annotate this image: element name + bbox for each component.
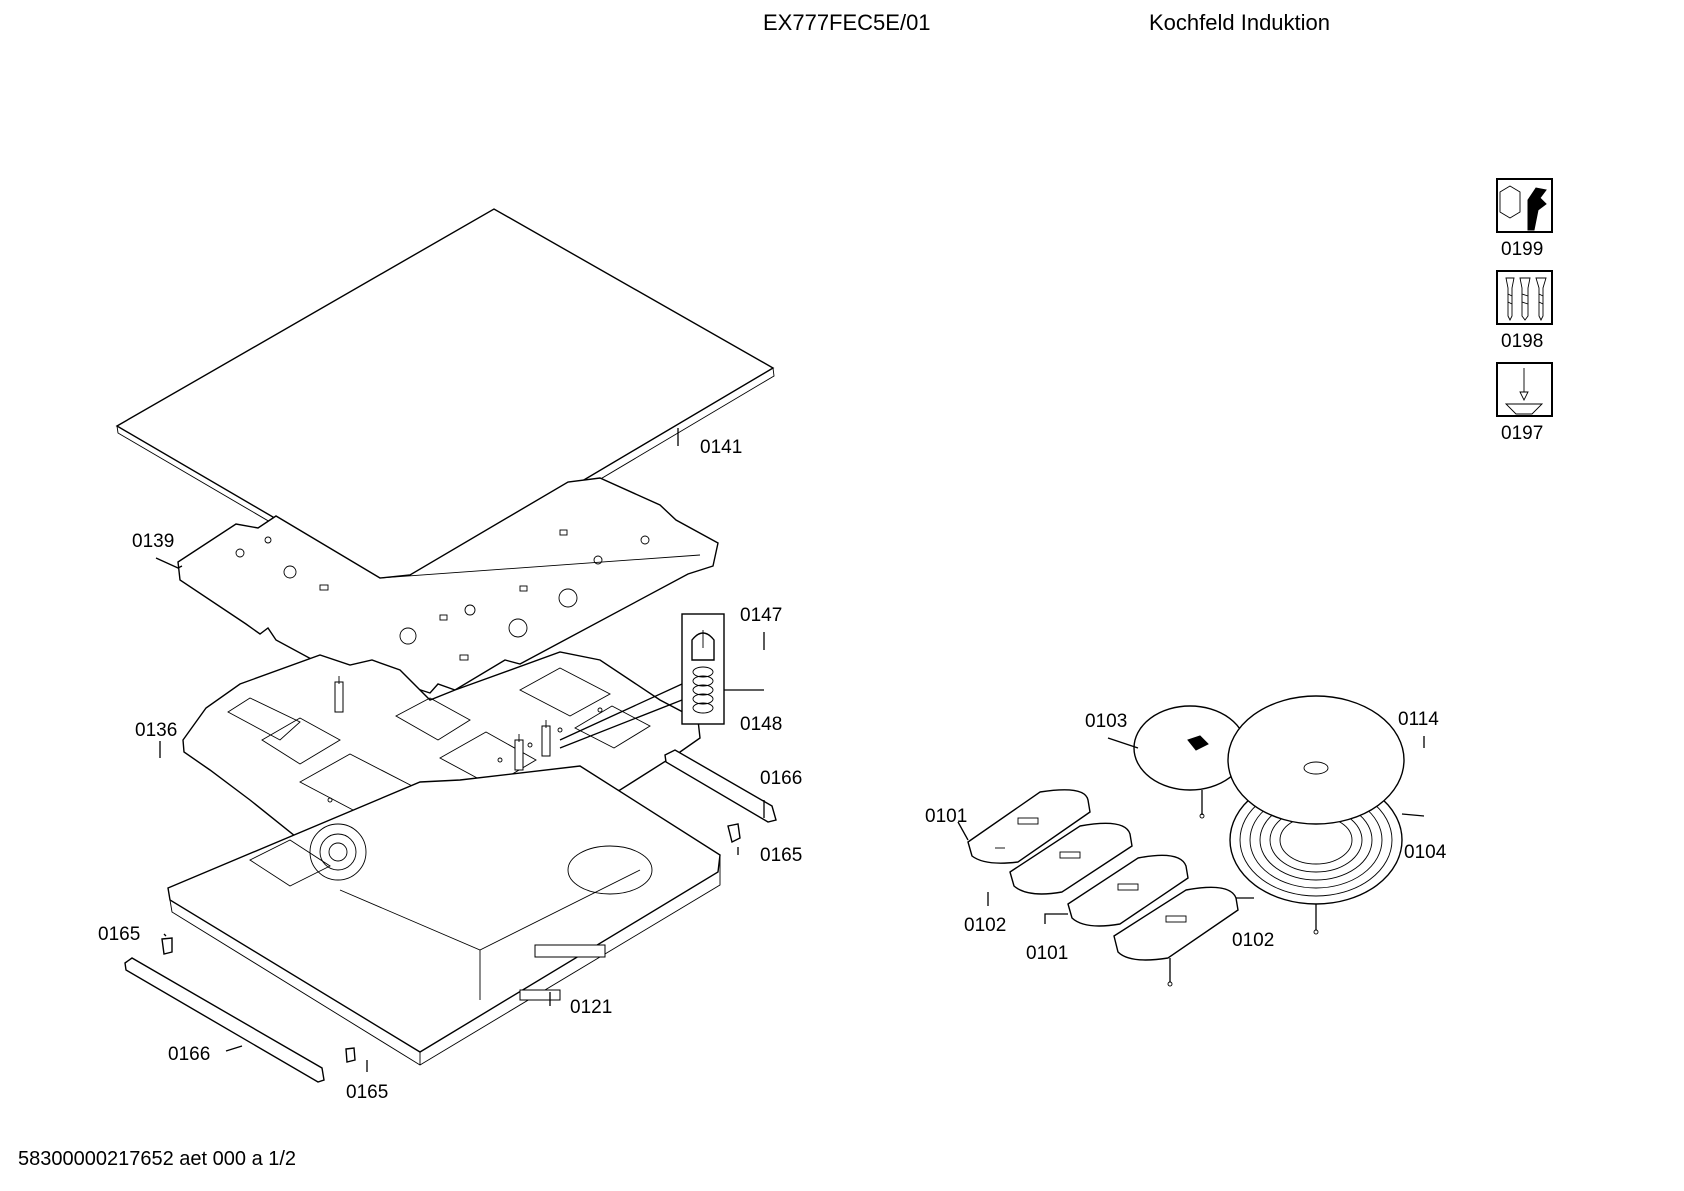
icon-label-0199: 0199 — [1501, 239, 1543, 260]
side-rail-right-part[interactable] — [664, 749, 777, 823]
label-0165-left: 0165 — [98, 924, 140, 945]
screwdriver-icon[interactable] — [1496, 362, 1553, 417]
label-0121: 0121 — [570, 997, 612, 1018]
clip-part[interactable] — [161, 823, 741, 1063]
label-0114: 0114 — [1398, 709, 1439, 730]
label-0102-right: 0102 — [1232, 930, 1274, 951]
oval-coil-3-part[interactable] — [1067, 854, 1189, 927]
label-0147: 0147 — [740, 605, 782, 626]
diagram-title: Kochfeld Induktion — [1149, 10, 1331, 35]
oval-coil-1-part[interactable] — [967, 789, 1091, 864]
model-number: EX777FEC5E/01 — [763, 10, 931, 35]
spring-detail-part[interactable] — [559, 613, 725, 749]
label-0166-right: 0166 — [760, 768, 802, 789]
label-0165-bottom: 0165 — [346, 1082, 388, 1103]
upper-frame-plate-part[interactable] — [177, 477, 719, 698]
label-0165-right: 0165 — [760, 845, 802, 866]
coil-plate-0103-part[interactable] — [1133, 705, 1247, 819]
wrench-nut-icon[interactable] — [1496, 178, 1553, 233]
oval-coil-4-part[interactable] — [1113, 886, 1239, 987]
label-0139: 0139 — [132, 531, 174, 552]
oval-coil-2-part[interactable] — [1009, 822, 1133, 895]
label-0141: 0141 — [700, 437, 742, 458]
label-0101-bottom: 0101 — [1026, 943, 1068, 964]
label-0102-left: 0102 — [964, 915, 1006, 936]
side-rail-left-part[interactable] — [124, 957, 325, 1083]
bottom-tray-part[interactable] — [167, 765, 721, 1066]
icon-label-0198: 0198 — [1501, 331, 1543, 352]
screws-icon[interactable] — [1496, 270, 1553, 325]
label-0101-top: 0101 — [925, 806, 967, 827]
coil-plate-0114-part[interactable] — [1227, 695, 1405, 825]
label-0104: 0104 — [1404, 842, 1447, 863]
icon-label-0197: 0197 — [1501, 423, 1543, 444]
document-footer: 58300000217652 aet 000 a 1/2 — [18, 1148, 297, 1170]
label-0136: 0136 — [135, 720, 177, 741]
label-0103: 0103 — [1085, 711, 1127, 732]
leader-lines — [155, 428, 1425, 1072]
label-0166-left: 0166 — [168, 1044, 210, 1065]
label-0148: 0148 — [740, 714, 782, 735]
